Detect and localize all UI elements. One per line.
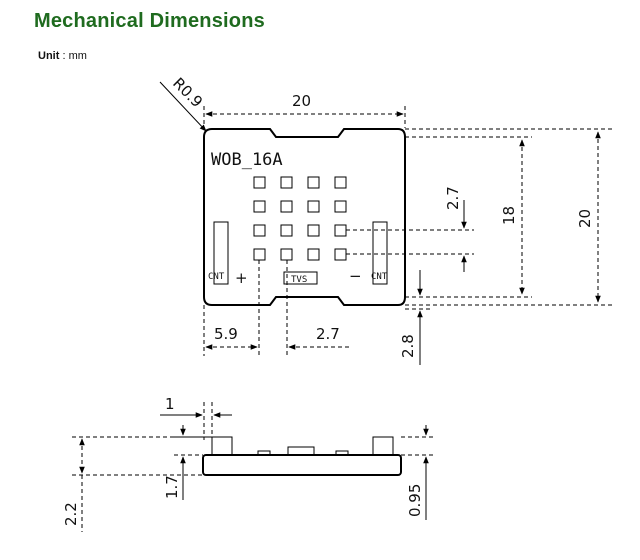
- pad: [334, 176, 347, 189]
- dim-width-top: 20: [292, 92, 311, 110]
- dim-bottom-gap: 2.8: [399, 334, 417, 358]
- cnt-left-label: CNT: [208, 272, 225, 282]
- page-title: Mechanical Dimensions: [34, 10, 265, 32]
- pad: [307, 200, 320, 213]
- dim-pitch-vertical: 2.7: [444, 186, 462, 210]
- tvs-box: [283, 271, 318, 285]
- contact-right-body: [372, 221, 388, 285]
- pad: [280, 176, 293, 189]
- dim-radius: R0.9: [169, 74, 206, 111]
- dim-tab-width: 1: [165, 395, 175, 413]
- plus-sign: +: [235, 269, 248, 287]
- dim-side-22: 2.2: [62, 502, 80, 526]
- contact-right: CNT: [371, 221, 388, 285]
- side-body: [202, 454, 402, 476]
- contact-left-body: [213, 221, 229, 285]
- side-contact-right: [372, 436, 394, 456]
- pad: [307, 176, 320, 189]
- pad: [253, 224, 266, 237]
- side-contact-left: [211, 436, 233, 456]
- dim-pitch-horizontal: 2.7: [316, 325, 340, 343]
- side-component: [335, 450, 349, 456]
- part-name: WOB_16A: [211, 150, 283, 170]
- dim-height-inner: 18: [500, 206, 518, 225]
- pad: [334, 200, 347, 213]
- dim-offset-left: 5.9: [214, 325, 238, 343]
- unit-value: : mm: [62, 50, 87, 62]
- pad: [307, 248, 320, 261]
- unit-note: Unit : mm: [38, 50, 87, 62]
- side-component: [287, 446, 315, 456]
- cnt-right-label: CNT: [371, 272, 388, 282]
- dim-side-17: 1.7: [163, 475, 181, 499]
- side-component: [257, 450, 271, 456]
- pad: [253, 176, 266, 189]
- pad: [307, 224, 320, 237]
- radius-leader: [159, 81, 207, 132]
- unit-label: Unit: [38, 50, 60, 62]
- pad: [253, 200, 266, 213]
- minus-sign: −: [349, 267, 362, 285]
- contact-left: CNT: [208, 221, 229, 285]
- dim-side-095: 0.95: [406, 484, 424, 517]
- pad: [280, 200, 293, 213]
- module-side-view: [202, 436, 402, 476]
- pad: [280, 224, 293, 237]
- tvs-label: TVS: [291, 275, 307, 285]
- dim-height-outer: 20: [576, 209, 594, 228]
